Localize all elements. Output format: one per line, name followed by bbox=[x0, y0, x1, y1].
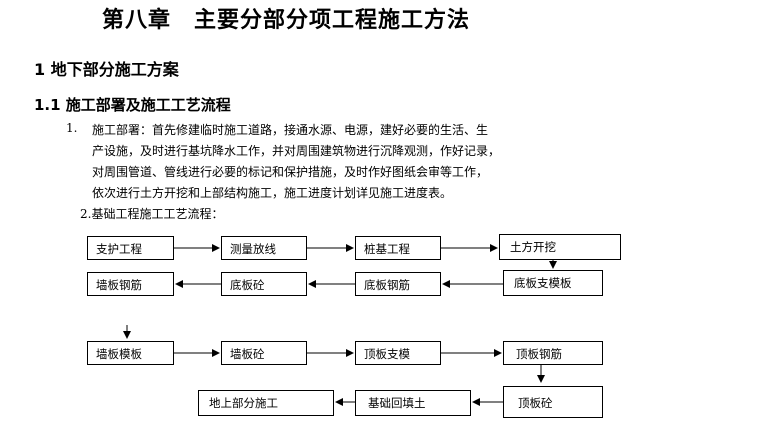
flow-box-support: 支护工程 bbox=[87, 236, 174, 260]
flow-box-above-ground: 地上部分施工 bbox=[198, 390, 334, 416]
flow-box-roof-concrete: 顶板砼 bbox=[503, 386, 603, 418]
flow-box-backfill: 基础回填土 bbox=[355, 390, 471, 416]
flow-box-slab-rebar: 底板钢筋 bbox=[355, 272, 441, 296]
para1-line-2: 产设施，及时进行基坑降水工作，并对周围建筑物进行沉降观测，作好记录， bbox=[92, 144, 501, 158]
flow-box-slab-concrete: 底板砼 bbox=[221, 272, 307, 296]
flow-box-roof-rebar: 顶板钢筋 bbox=[503, 341, 603, 365]
flow-box-pile: 桩基工程 bbox=[355, 236, 441, 260]
flow-box-wall-concrete: 墙板砼 bbox=[221, 341, 307, 365]
para1-line-1: 施工部署：首先修建临时施工道路，接通水源、电源，建好必要的生活、生 bbox=[92, 123, 489, 137]
section-title: 1 地下部分施工方案 bbox=[34, 60, 179, 79]
para2-heading: 2.基础工程施工工艺流程： bbox=[80, 207, 224, 221]
flow-box-excavation: 土方开挖 bbox=[499, 234, 621, 260]
subsection-title: 1.1 施工部署及施工工艺流程 bbox=[34, 96, 231, 114]
flow-box-wall-formwork: 墙板模板 bbox=[87, 341, 174, 365]
flow-box-roof-formwork: 顶板支模 bbox=[355, 341, 441, 365]
para1-line-4: 依次进行土方开挖和上部结构施工，施工进度计划详见施工进度表。 bbox=[92, 186, 453, 200]
chapter-title: 第八章 主要分部分项工程施工方法 bbox=[102, 7, 471, 33]
flow-box-slab-formwork: 底板支模板 bbox=[503, 270, 603, 296]
para1-number: 1. bbox=[66, 121, 78, 135]
para1-line-3: 对周围管道、管线进行必要的标记和保护措施，及时作好图纸会审等工作， bbox=[92, 165, 489, 179]
flow-box-wall-rebar: 墙板钢筋 bbox=[87, 272, 174, 296]
flow-box-survey: 测量放线 bbox=[221, 236, 307, 260]
